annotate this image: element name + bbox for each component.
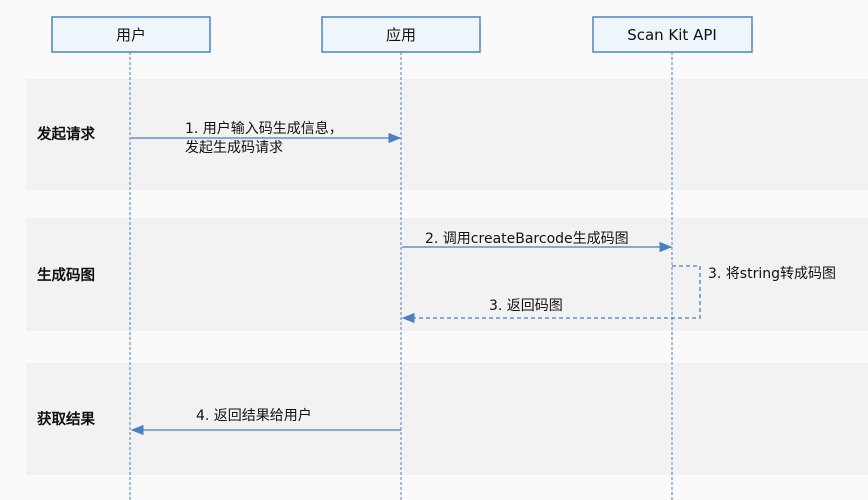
participant-app (321, 16, 481, 53)
participant-user (51, 16, 211, 53)
participant-user-label: 用户 (116, 26, 146, 44)
phase-band-result (26, 363, 868, 475)
participant-scankit (592, 16, 753, 53)
message-2-label: 2. 调用createBarcode生成码图 (425, 231, 629, 247)
phase-label-generate: 生成码图 (37, 266, 95, 284)
participant-app-label: 应用 (386, 26, 416, 44)
phase-band-request (26, 79, 868, 190)
message-1-label: 1. 用户输入码生成信息， (185, 120, 343, 137)
message-1-label-line2: 发起生成码请求 (185, 140, 283, 156)
phase-label-request: 发起请求 (36, 125, 95, 143)
participant-scankit-label: Scan Kit API (627, 26, 717, 44)
message-4-label: 4. 返回结果给用户 (196, 407, 312, 424)
message-3-return-label: 3. 返回码图 (489, 298, 563, 314)
message-arrow-3 (401, 265, 701, 324)
phase-label-result: 获取结果 (37, 410, 95, 428)
phase-band-generate (26, 218, 868, 331)
message-3-self-label: 3. 将string转成码图 (708, 266, 836, 282)
